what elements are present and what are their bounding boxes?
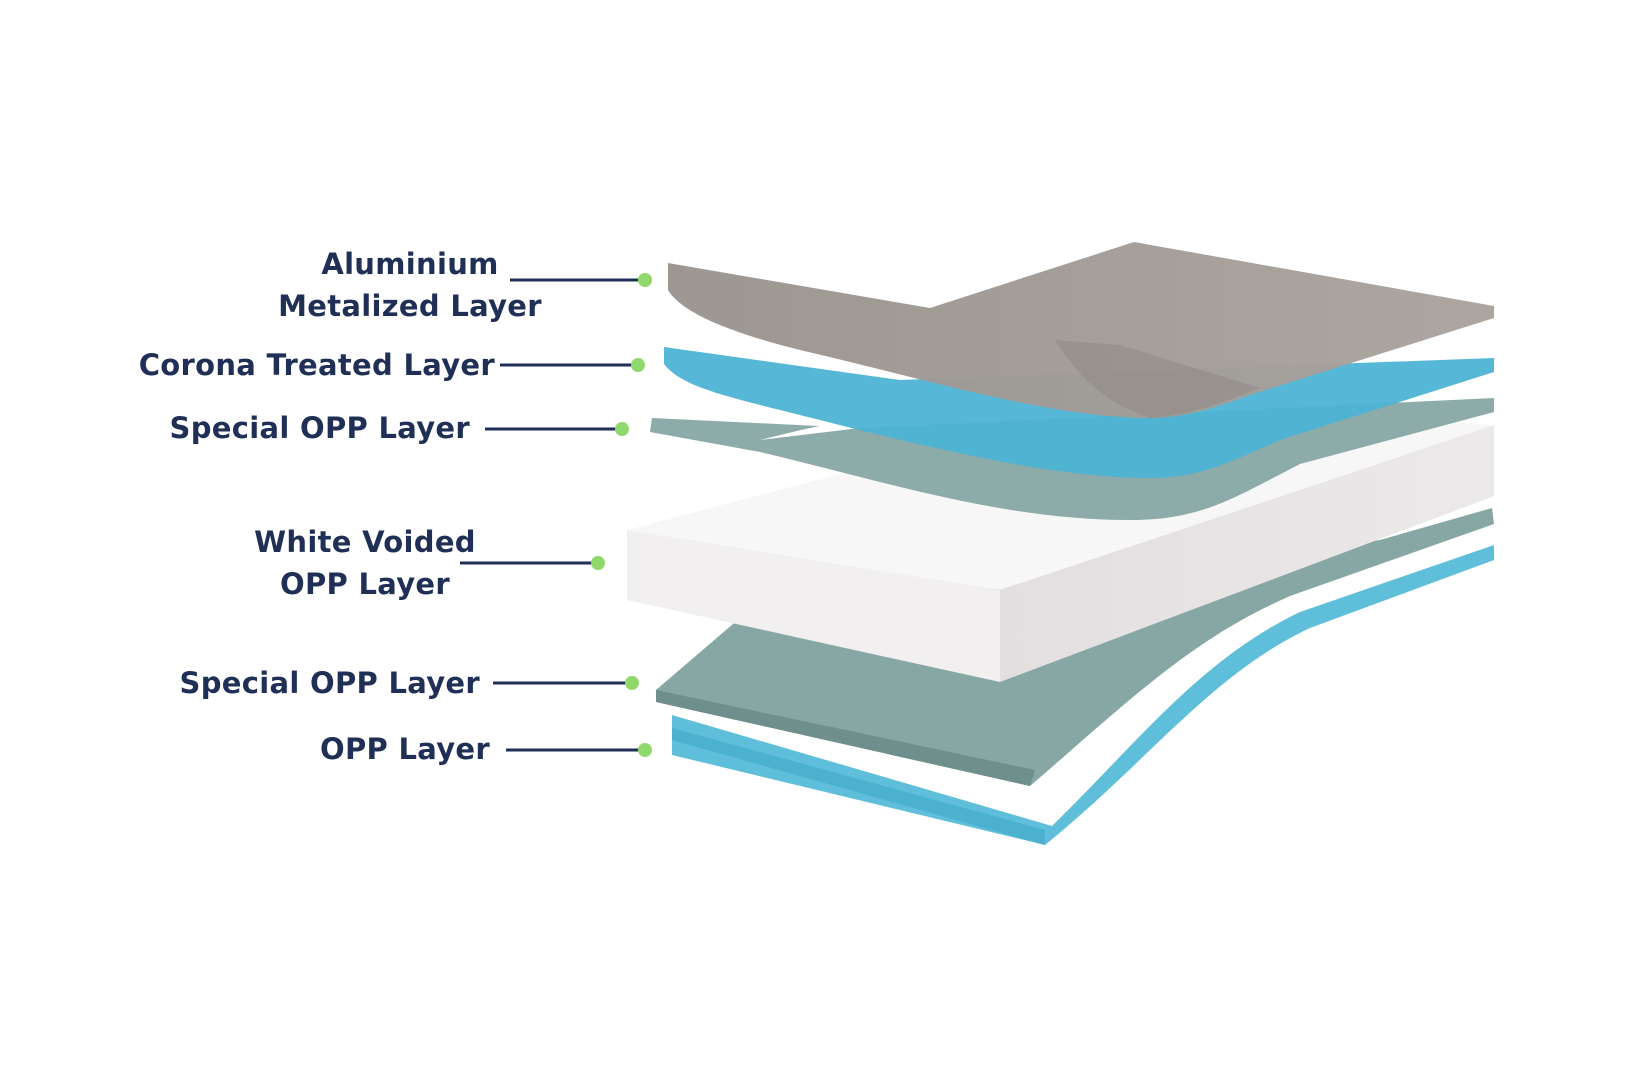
- label-line: Special OPP Layer: [169, 411, 470, 445]
- layer-opp-surface: [672, 545, 1494, 845]
- leader-dot-white-voided-opp: [591, 556, 605, 570]
- label-line: White Voided: [254, 525, 476, 559]
- layer-opp: [672, 545, 1494, 845]
- label-line: OPP Layer: [280, 567, 450, 601]
- layer-special-opp-bottom-edge: [656, 690, 1035, 786]
- label-line: OPP Layer: [320, 732, 490, 766]
- layer-opp-edge: [672, 728, 1045, 845]
- label-special-opp-bottom: Special OPP Layer: [160, 662, 480, 704]
- leader-dots: [591, 273, 652, 757]
- layer-white-voided-opp-side: [1000, 425, 1494, 682]
- layer-aluminium-metalized: [668, 242, 1494, 418]
- label-line: Aluminium: [321, 247, 499, 281]
- label-aluminium-metalized: Aluminium Metalized Layer: [270, 243, 550, 327]
- layer-aluminium-metalized-shade: [1055, 340, 1260, 418]
- label-line: Corona Treated Layer: [138, 348, 495, 382]
- layer-white-voided-opp-front: [627, 530, 1000, 682]
- leader-dot-special-opp-bottom: [625, 676, 639, 690]
- label-line: Special OPP Layer: [179, 666, 480, 700]
- leader-lines: [460, 278, 645, 752]
- leader-dot-opp: [638, 743, 652, 757]
- label-white-voided-opp: White Voided OPP Layer: [240, 521, 490, 605]
- label-corona-treated: Corona Treated Layer: [130, 344, 495, 386]
- leader-dot-aluminium-metalized: [638, 273, 652, 287]
- layer-aluminium-metalized-surface: [668, 242, 1494, 418]
- label-opp: OPP Layer: [270, 728, 490, 770]
- label-line: Metalized Layer: [278, 289, 542, 323]
- label-special-opp-top: Special OPP Layer: [160, 407, 470, 449]
- leader-dot-special-opp-top: [615, 422, 629, 436]
- leader-dot-corona-treated: [631, 358, 645, 372]
